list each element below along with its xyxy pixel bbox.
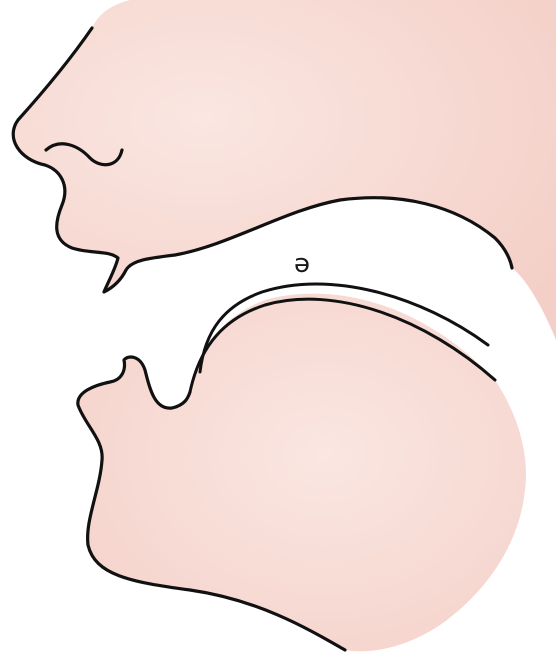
upper-head-shape	[13, 0, 556, 340]
phonetic-symbol-label: ə	[294, 249, 310, 279]
lower-jaw-shape	[78, 294, 526, 652]
